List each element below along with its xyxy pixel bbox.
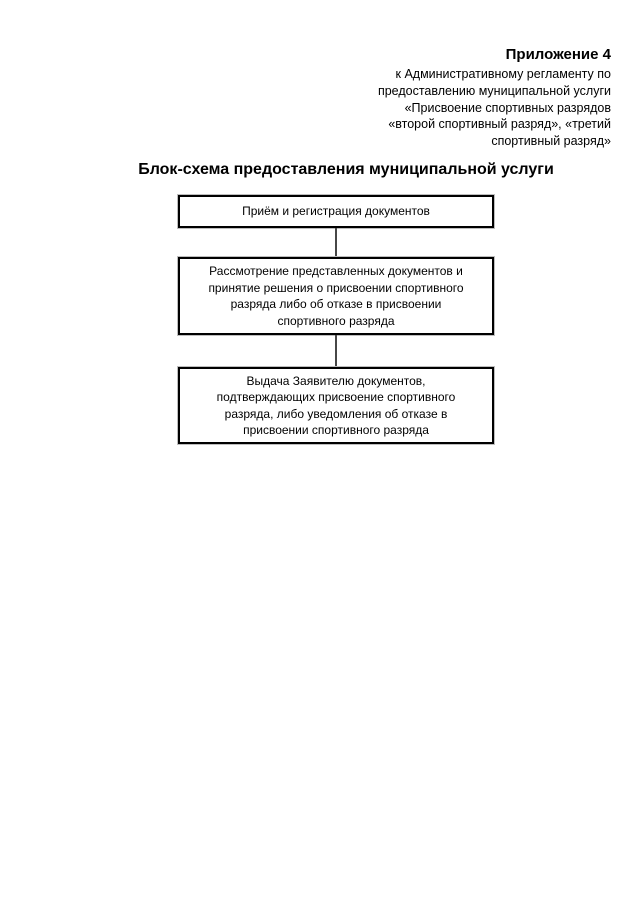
flow-box-text: Рассмотрение представленных документов и: [209, 264, 463, 278]
flow-box-review: Рассмотрение представленных документов и…: [178, 257, 494, 335]
flow-connector-2: [335, 335, 337, 367]
page-title: Блок-схема предоставления муниципальной …: [138, 161, 554, 178]
flow-box-text: Выдача Заявителю документов,: [246, 373, 426, 388]
appendix-header-line: «второй спортивный разряд», «третий: [388, 117, 611, 132]
appendix-header-line: спортивный разряд»: [491, 134, 611, 149]
flow-box-text: Приём и регистрация документов: [242, 204, 430, 219]
appendix-header-line: к Административному регламенту по: [395, 67, 612, 81]
flow-box-issuance: Выдача Заявителю документов, подтверждаю…: [178, 367, 494, 444]
flow-box-text: спортивного разряда: [277, 313, 395, 328]
flow-box-text: присвоении спортивного разряда: [243, 423, 429, 437]
appendix-header: Приложение 4 к Административному регламе…: [378, 45, 611, 150]
flow-connector-1: [335, 228, 337, 257]
appendix-header-line: «Присвоение спортивных разрядов: [404, 100, 611, 115]
flow-box-text: разряда, либо уведомления об отказе в: [224, 406, 448, 421]
appendix-header-line: предоставлению муниципальной услуги: [377, 83, 611, 98]
flow-box-text: разряда либо об отказе в присвоении: [230, 297, 442, 311]
appendix-title: Приложение 4: [505, 46, 611, 63]
flow-box-text: подтверждающих присвоение спортивного: [216, 390, 456, 404]
flow-box-reception: Приём и регистрация документов: [178, 195, 494, 228]
flow-box-text: принятие решения о присвоении спортивног…: [208, 280, 464, 295]
